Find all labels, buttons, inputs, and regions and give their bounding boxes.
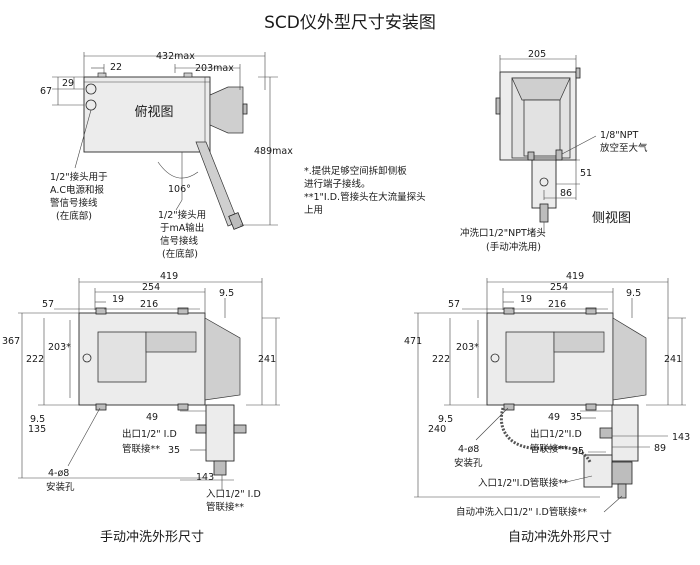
manual-sample-block — [205, 404, 235, 462]
auto-dim-57: 57 — [448, 299, 460, 310]
auto-outlet-2: 管联接** — [530, 443, 568, 455]
manual-dim-203: 203* — [48, 342, 71, 353]
auto-dim-203: 203* — [456, 342, 479, 353]
dim-86: 86 — [560, 188, 572, 199]
auto-dim-240: 240 — [428, 424, 446, 435]
manual-dim-216: 216 — [140, 299, 158, 310]
auto-inlet: 入口1/2"I.D管联接** — [478, 477, 568, 489]
angle-106: 106° — [168, 184, 191, 195]
auto-caption: 自动冲洗外形尺寸 — [508, 530, 612, 545]
side-view-label: 侧视图 — [592, 211, 631, 226]
auto-dim-216: 216 — [548, 299, 566, 310]
auto-dim-89: 89 — [654, 443, 666, 454]
side-view-sample-block — [531, 159, 557, 209]
top-view-enclosure — [83, 76, 211, 153]
manual-dim-135: 135 — [28, 424, 46, 435]
manual-dim-35: 35 — [168, 445, 180, 456]
manual-caption: 手动冲洗外形尺寸 — [100, 530, 204, 545]
note-ma-4: (在底部) — [162, 248, 198, 260]
manual-dim-419: 419 — [160, 271, 178, 282]
auto-dim-49: 49 — [548, 412, 560, 423]
manual-dim-49: 49 — [146, 412, 158, 423]
manual-inlet-1: 入口1/2" I.D — [206, 489, 261, 500]
dim-22: 22 — [110, 62, 122, 73]
angle-arc — [157, 161, 199, 179]
wash-note-1: 冲洗口1/2"NPT堵头 — [460, 227, 546, 239]
manual-inlet-2: 管联接** — [206, 501, 244, 513]
auto-dim-35b: 35 — [572, 446, 584, 457]
manual-dim-241: 241 — [258, 354, 276, 365]
npt-note-1: 1/8"NPT — [600, 130, 638, 141]
side-view: 205 51 86 1/8"NPT 放空至大气 侧视图 冲洗口1/2"NPT堵头… — [460, 49, 648, 253]
note-ma-3: 信号接线 — [160, 235, 199, 247]
auto-wash-inlet: 自动冲洗入口1/2" I.D管联接** — [456, 506, 587, 518]
manual-knob-icon — [82, 353, 92, 363]
note-ma-1: 1/2"接头用 — [158, 209, 206, 221]
manual-dim-57: 57 — [42, 299, 54, 310]
auto-solenoid-valve — [583, 454, 613, 488]
general-notes: *.提供足够空间拆卸侧板 进行端子接线。 **1"I.D.管接头在大流量探头 上… — [304, 165, 426, 216]
auto-dim-143: 143 — [672, 432, 690, 443]
auto-sensor-hood — [612, 317, 647, 401]
note-line-2: 进行端子接线。 — [304, 178, 371, 190]
note-line-3: **1"I.D.管接头在大流量探头 — [304, 191, 426, 203]
dim-67: 67 — [40, 86, 52, 97]
auto-dim-222: 222 — [432, 354, 450, 365]
note-line-4: 上用 — [304, 205, 323, 216]
drawing-title: SCD仪外型尺寸安装图 — [264, 13, 436, 33]
auto-dim-419: 419 — [566, 271, 584, 282]
top-view-label: 俯视图 — [134, 104, 173, 120]
manual-flush-view: 419 254 19 216 57 9.5 367 222 203* 9.5 1… — [2, 271, 280, 545]
manual-sensor-hood — [204, 317, 241, 401]
auto-holes-1: 4-ø8 — [458, 444, 479, 455]
dim-203max: 203max — [195, 63, 234, 74]
auto-dim-35: 35 — [570, 412, 582, 423]
manual-display-window — [97, 331, 147, 383]
npt-note-2: 放空至大气 — [600, 142, 648, 154]
dim-489max: 489max — [254, 146, 293, 157]
auto-flush-hose — [500, 407, 592, 463]
auto-holes-2: 安装孔 — [454, 457, 483, 469]
manual-dim-367: 367 — [2, 336, 20, 347]
auto-dim-9-5: 9.5 — [626, 288, 641, 299]
auto-knob-icon — [490, 353, 500, 363]
manual-holes-2: 安装孔 — [46, 481, 75, 493]
manual-dim-254: 254 — [142, 282, 160, 293]
manual-outlet-1: 出口1/2" I.D — [122, 428, 177, 440]
manual-outlet-2: 管联接** — [122, 443, 160, 455]
conduit-hole-icon — [85, 83, 97, 95]
note-line-1: *.提供足够空间拆卸侧板 — [304, 165, 407, 177]
auto-dim-9-5b: 9.5 — [438, 414, 453, 425]
note-ac-4: (在底部) — [56, 210, 92, 222]
wash-port-icon — [539, 177, 549, 187]
wash-note-2: (手动冲洗用) — [486, 241, 541, 253]
auto-display-window — [505, 331, 555, 383]
manual-dim-143: 143 — [196, 472, 214, 483]
note-ac-3: 警信号接线 — [50, 197, 98, 209]
manual-dim-9-5: 9.5 — [219, 288, 234, 299]
note-ma-2: 于mA输出 — [160, 222, 204, 234]
manual-dim-19: 19 — [112, 294, 124, 305]
auto-outlet-1: 出口1/2"I.D — [530, 428, 582, 440]
manual-holes-1: 4-ø8 — [48, 468, 69, 479]
note-ac-2: A.C电源和报 — [50, 184, 104, 196]
auto-dim-471: 471 — [404, 336, 422, 347]
auto-flush-view: 419 254 19 216 57 9.5 471 222 203* 9.5 2… — [404, 271, 690, 545]
auto-dim-254: 254 — [550, 282, 568, 293]
auto-dim-19: 19 — [520, 294, 532, 305]
top-view: 106° 俯视图 432max 22 203max 29 67 489max — [40, 51, 293, 260]
dim-205: 205 — [528, 49, 546, 60]
manual-dim-222: 222 — [26, 354, 44, 365]
auto-dim-241: 241 — [664, 354, 682, 365]
note-ac-1: 1/2"接头用于 — [50, 171, 108, 183]
sensor-head — [209, 86, 244, 134]
manual-dim-9-5b: 9.5 — [30, 414, 45, 425]
auto-sample-block — [611, 404, 639, 462]
dim-432max: 432max — [156, 51, 195, 62]
dim-51: 51 — [580, 168, 592, 179]
dim-29: 29 — [62, 78, 74, 89]
